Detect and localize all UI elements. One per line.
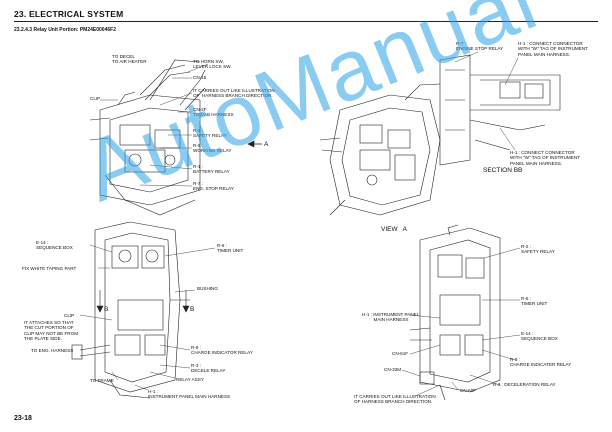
label-section-bb: SECTION BB bbox=[483, 167, 523, 174]
label-to-frame: TO FRAME bbox=[90, 378, 114, 383]
label-carries-out-bottom: IT CARRIES OUT LIKE ILLUSTRATION OF HARN… bbox=[354, 394, 436, 405]
label-to-decel: TO DECEL TO AIR HEATER bbox=[112, 54, 147, 65]
label-cn61f: CN-61F bbox=[392, 351, 409, 356]
label-fix-white: FIX WHITE TAPING PART bbox=[22, 266, 77, 271]
label-clip-bottom: CLIP bbox=[64, 313, 75, 318]
bottom-left-assembly bbox=[71, 221, 190, 399]
label-r8-right: R-8 : CHARGE INDICATER RELAY bbox=[510, 357, 572, 368]
label-relay-assy: RELAY ASSY bbox=[176, 377, 204, 382]
page-number: 23-18 bbox=[14, 415, 32, 422]
label-h1-right: H-1 : INSTRUMENT PANEL MAIN HARNESS bbox=[362, 312, 420, 323]
label-r2-right: R-2 : SAFETY RELAY bbox=[521, 244, 555, 255]
top-left-assembly bbox=[89, 59, 206, 216]
label-carries-out-top: IT CARRIES OUT LIKE ILLUSTRATION OF HARN… bbox=[193, 88, 275, 99]
label-to-eng-harness: TO ENG. HARNESS bbox=[31, 348, 74, 353]
label-r7-top: R-7 : ENG. STOP RELAY bbox=[193, 181, 234, 192]
label-view-a: VIEW A bbox=[381, 226, 408, 233]
section-title: 23. ELECTRICAL SYSTEM bbox=[14, 9, 124, 19]
label-h1-connect-1: H-1 : CONNECT CONNECTOR WITH "W" TAG OF … bbox=[518, 41, 588, 57]
label-b-right: B bbox=[190, 306, 195, 313]
view-a-assembly bbox=[319, 83, 441, 216]
label-r3-right: R-3 : DECELERATION RELAY bbox=[493, 382, 556, 387]
label-r3-left: R-3 : DECELE RELAY bbox=[191, 363, 226, 374]
label-cn15: CN-15 bbox=[193, 75, 207, 80]
label-cn2f: CN-2F TO CAB HARNESS bbox=[193, 107, 234, 118]
label-r5-top: R-5 : WORKING RELAY bbox=[193, 143, 232, 154]
label-r1-top: R-1 : BATTERY RELAY bbox=[193, 164, 230, 175]
label-attaches: IT ATTACHES SO THAT THE CUT PORTION OF C… bbox=[24, 320, 79, 342]
label-cn60f: CN-60F bbox=[460, 388, 477, 393]
subsection-title: 23.2.4.3 Relay Unit Portion: PM24E00046F… bbox=[14, 27, 116, 33]
section-bb-assembly bbox=[439, 54, 561, 166]
label-to-horn: TO HORN SW, LEVER LOCK SW. bbox=[193, 59, 232, 70]
label-arrow-a: A bbox=[264, 141, 269, 148]
label-bushing: BUSHING bbox=[197, 286, 218, 291]
header-rule bbox=[14, 21, 598, 22]
label-cn32m: CN-32M bbox=[384, 367, 402, 372]
label-r7-right: R-7 : ENGINE STOP RELAY bbox=[456, 41, 504, 52]
label-e14-right: E-14 : SEQUENCE BOX bbox=[521, 331, 558, 342]
label-r2-top: R-2 : SAFETY RELAY bbox=[193, 128, 227, 139]
label-b-left: B bbox=[104, 306, 109, 313]
label-h1-connect-2: H-1 : CONNECT CONNECTOR WITH "W" TAG OF … bbox=[510, 150, 580, 166]
label-r8-left: R-8 : CHARGE INDICATOR RELAY bbox=[191, 345, 253, 356]
label-clip-top: CLIP bbox=[90, 96, 101, 101]
label-h1-left: H-1 : INSTRUMENT PANEL MAIN HARNESS bbox=[148, 389, 231, 400]
label-r6-right: R-6 : TIMER UNIT bbox=[521, 296, 548, 307]
bottom-right-assembly bbox=[409, 224, 501, 401]
label-r6-left: R-6 : TIMER UNIT bbox=[217, 243, 244, 254]
label-e14-left: E-14 : SEQUENCE BOX bbox=[36, 240, 73, 251]
